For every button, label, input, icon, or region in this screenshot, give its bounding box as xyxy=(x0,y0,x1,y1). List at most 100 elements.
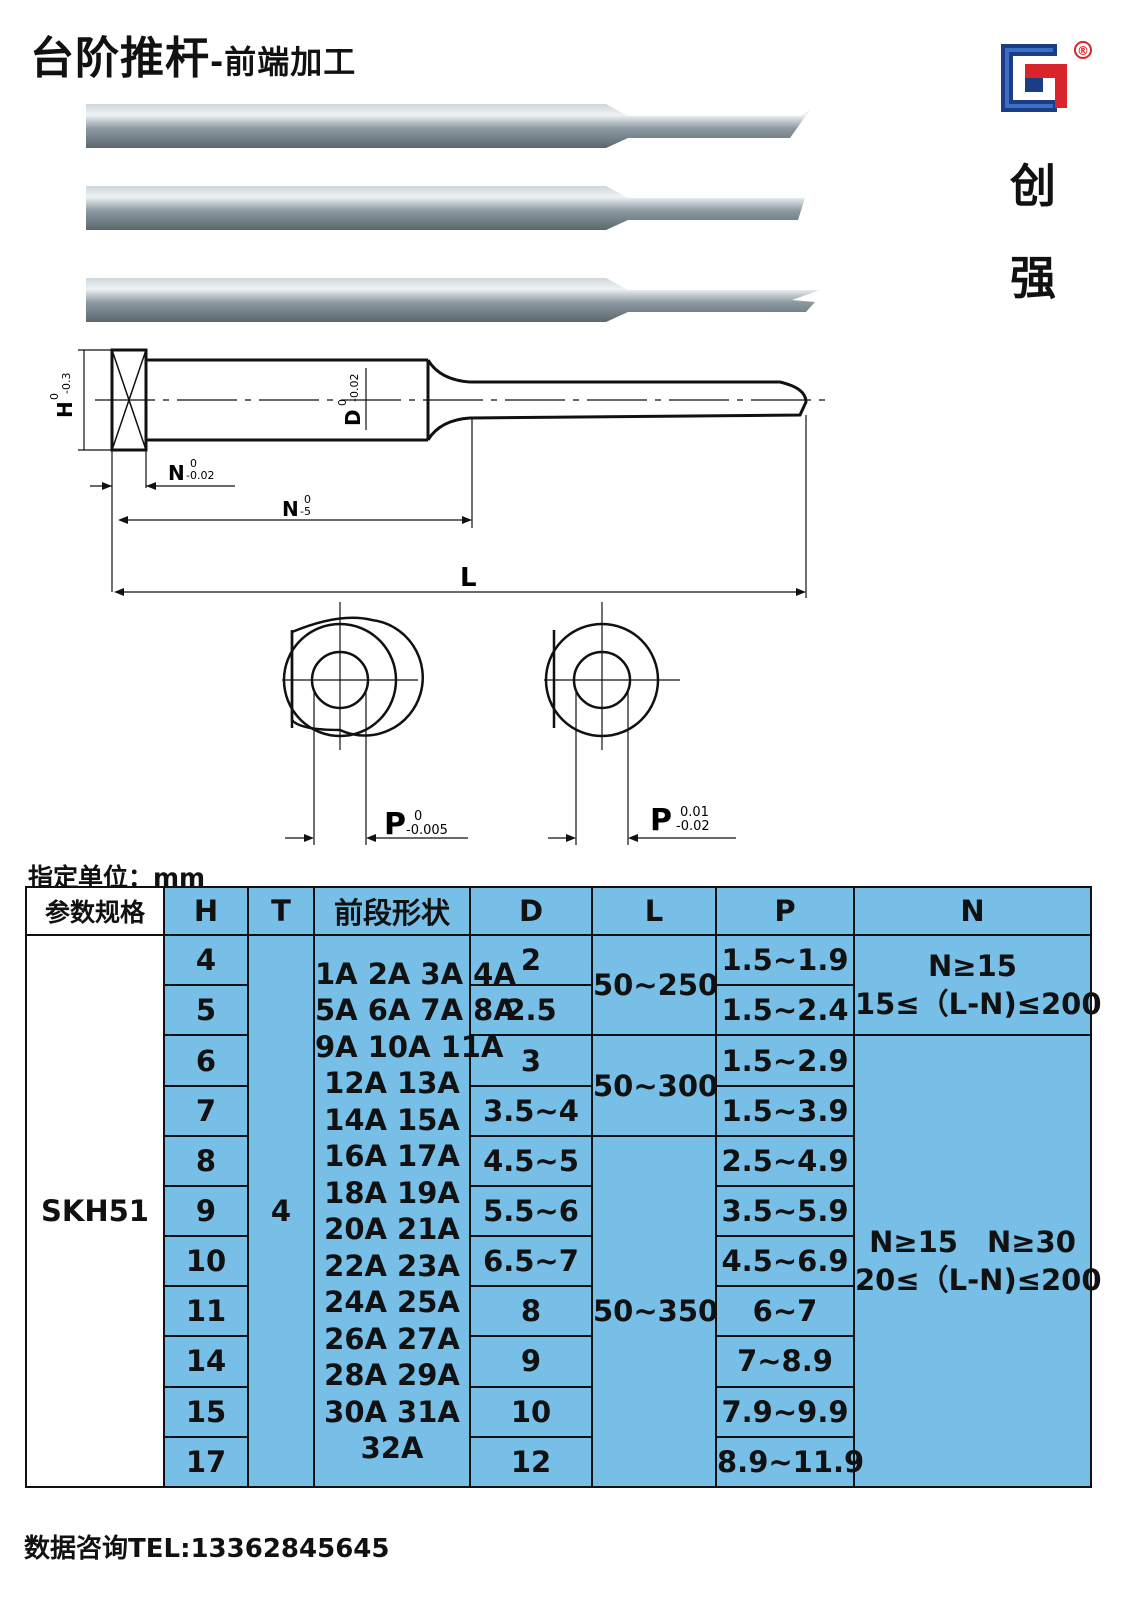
header-L: L xyxy=(591,885,717,937)
header-shape: 前段形状 xyxy=(313,885,471,937)
tol-H-upper: 0 xyxy=(48,393,61,400)
tol-P2-upper: 0.01 xyxy=(680,805,709,820)
material-cell: SKH51 xyxy=(25,934,165,1488)
spec-table: 参数规格 H T 前段形状 D L P N SKH51 4 4 1A 2A 3A… xyxy=(25,885,1102,1489)
registered-mark: ® xyxy=(1077,44,1089,58)
shape-line: 16A 17A xyxy=(324,1139,460,1174)
technical-drawing: H 0 -0.3 D 0 -0.02 N 0 -0.02 N 0 -5 L xyxy=(48,348,830,845)
tol-P1-lower: -0.005 xyxy=(406,823,448,838)
end-view-1 xyxy=(282,616,424,738)
table-row: 15 10 7.9~9.9 xyxy=(26,1385,1091,1438)
cell-H: 5 xyxy=(163,984,249,1037)
shape-line: 14A 15A xyxy=(324,1102,460,1137)
n-line: N≥15 xyxy=(928,949,1017,984)
table-row: 7 3.5~4 1.5~3.9 xyxy=(26,1084,1091,1137)
dim-D: D xyxy=(341,409,365,426)
cell-T: 4 xyxy=(247,934,315,1488)
cell-D: 5.5~6 xyxy=(469,1184,593,1238)
shape-line: 24A 25A xyxy=(324,1285,460,1320)
contact-footer: 数据咨询TEL:13362845645 xyxy=(24,1534,390,1564)
cell-N-group1: N≥15 15≤（L-N)≤200 xyxy=(853,934,1102,1037)
cell-D: 3.5~4 xyxy=(469,1084,593,1137)
cell-D: 10 xyxy=(469,1385,593,1438)
cell-H: 8 xyxy=(163,1134,249,1187)
dim-P2: P xyxy=(650,803,672,838)
tol-N2-upper: 0 xyxy=(304,493,311,506)
cell-D: 12 xyxy=(469,1435,593,1489)
dim-N-head: N xyxy=(168,461,185,485)
product-photos xyxy=(86,104,820,322)
tol-N1-upper: 0 xyxy=(190,457,197,470)
shape-line: 12A 13A xyxy=(324,1066,460,1101)
n-line: N≥15 N≥30 xyxy=(869,1225,1076,1260)
shape-line: 20A 21A xyxy=(324,1212,460,1247)
cell-H: 9 xyxy=(163,1184,249,1238)
table-row: SKH51 4 4 1A 2A 3A 4A 5A 6A 7A 8A 9A 10A… xyxy=(25,934,1102,1488)
cell-D: 2 xyxy=(469,934,593,987)
cell-H: 7 xyxy=(163,1084,249,1137)
header-spec: 参数规格 xyxy=(25,885,165,937)
cell-P: 4.5~6.9 xyxy=(715,1235,855,1288)
tol-P2-lower: -0.02 xyxy=(676,819,710,834)
cell-shapes: 1A 2A 3A 4A 5A 6A 7A 8A 9A 10A 11A 12A 1… xyxy=(313,934,516,1488)
tol-D-upper: 0 xyxy=(336,399,349,406)
cell-H: 11 xyxy=(163,1285,249,1338)
shape-line: 1A 2A 3A 4A xyxy=(315,956,516,991)
header-N: N xyxy=(853,885,1092,937)
tol-N2-lower: -5 xyxy=(300,505,311,518)
cell-H: 10 xyxy=(163,1235,249,1288)
n-line: 15≤（L-N)≤200 xyxy=(855,987,1102,1022)
table-row: 17 12 8.9~11.9 xyxy=(26,1435,1091,1489)
shape-line: 18A 19A xyxy=(324,1175,460,1210)
cell-H: 14 xyxy=(163,1335,249,1388)
table-row: 5 2.5 1.5~2.4 xyxy=(26,984,1091,1037)
table-row: 10 6.5~7 4.5~6.9 xyxy=(26,1235,1091,1288)
shape-line: 22A 23A xyxy=(324,1248,460,1283)
dim-P1: P xyxy=(384,807,406,842)
table-row: 8 4.5~5 50~350 2.5~4.9 xyxy=(26,1134,1091,1489)
cell-P: 2.5~4.9 xyxy=(715,1134,855,1187)
cell-P: 8.9~11.9 xyxy=(715,1435,864,1489)
cell-H: 17 xyxy=(163,1435,249,1489)
tol-N1-lower: -0.02 xyxy=(186,469,214,482)
cell-P: 1.5~2.9 xyxy=(715,1034,855,1087)
table-header-row: 参数规格 H T 前段形状 D L P N xyxy=(25,885,1092,937)
pin-photo-1 xyxy=(86,104,810,148)
dim-H: H xyxy=(53,401,77,418)
table-row: 9 5.5~6 3.5~5.9 xyxy=(26,1184,1091,1238)
tol-D-lower: -0.02 xyxy=(348,374,361,402)
brand-char-2: 强 xyxy=(1010,251,1056,305)
dim-N-step: N xyxy=(282,497,299,521)
cell-D: 8 xyxy=(469,1285,593,1338)
page-title: 台阶推杆-前端加工 xyxy=(30,22,356,86)
pin-photo-2 xyxy=(86,186,805,230)
cell-P: 7~8.9 xyxy=(715,1335,855,1388)
cell-D: 9 xyxy=(469,1335,593,1388)
shape-line: 30A 31A xyxy=(324,1394,460,1429)
n-line: 20≤（L-N)≤200 xyxy=(855,1263,1102,1298)
cell-D: 2.5 xyxy=(469,984,593,1037)
table-row: 14 9 7~8.9 xyxy=(26,1335,1091,1388)
header-T: T xyxy=(247,885,315,937)
cell-D: 6.5~7 xyxy=(469,1235,593,1288)
shape-line: 9A 10A 11A xyxy=(315,1029,504,1064)
cell-P: 1.5~2.4 xyxy=(715,984,855,1037)
shape-line: 32A xyxy=(360,1431,424,1466)
dim-L: L xyxy=(460,563,477,593)
header-D: D xyxy=(469,885,593,937)
cell-N-group2: N≥15 N≥30 20≤（L-N)≤200 xyxy=(853,1034,1102,1488)
table-row: 6 3 50~300 1.5~2.9 N≥15 N≥30 20≤（L-N)≤20… xyxy=(26,1034,1102,1488)
tol-H-lower: -0.3 xyxy=(60,373,73,394)
cell-P: 1.5~3.9 xyxy=(715,1084,855,1137)
shape-line: 28A 29A xyxy=(324,1358,460,1393)
cell-D: 4.5~5 xyxy=(469,1134,593,1187)
cell-P: 7.9~9.9 xyxy=(715,1385,855,1438)
cell-L: 50~250 xyxy=(591,934,718,1037)
pin-photo-3 xyxy=(86,278,820,322)
cell-H: 4 xyxy=(163,934,249,987)
title-main: 台阶推杆 xyxy=(30,33,210,84)
cell-P: 3.5~5.9 xyxy=(715,1184,855,1238)
shape-line: 26A 27A xyxy=(324,1321,460,1356)
cell-H: 6 xyxy=(163,1034,249,1087)
cell-P: 6~7 xyxy=(715,1285,855,1338)
